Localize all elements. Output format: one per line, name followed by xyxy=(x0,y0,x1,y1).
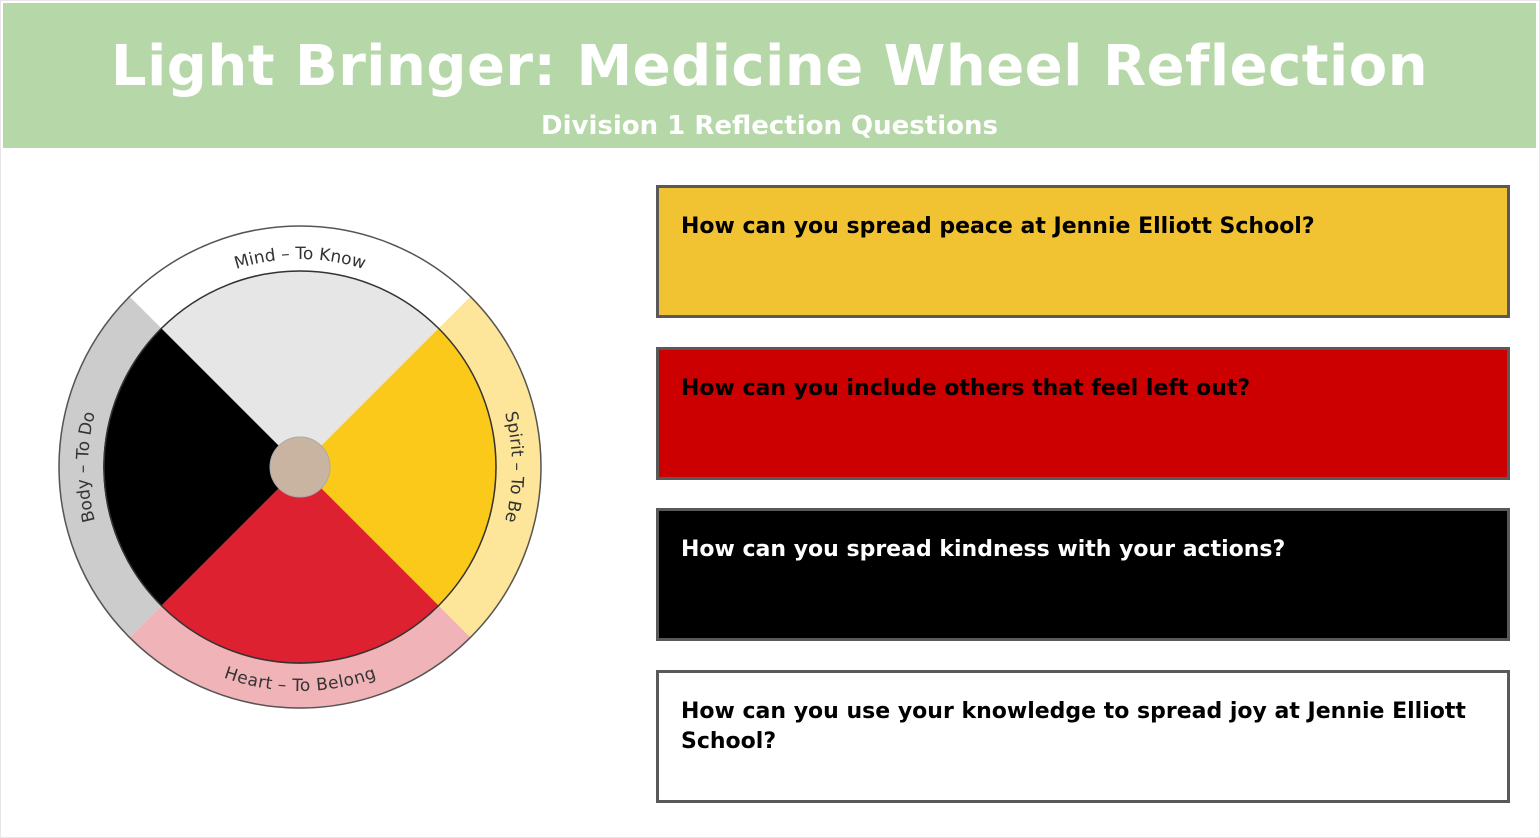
question-include: How can you include others that feel lef… xyxy=(656,347,1510,480)
quadrant-north xyxy=(161,270,439,467)
question-kindness: How can you spread kindness with your ac… xyxy=(656,508,1510,641)
quadrant-east xyxy=(300,328,497,606)
wheel-center xyxy=(269,436,331,498)
question-text: How can you spread peace at Jennie Ellio… xyxy=(681,214,1315,239)
page-title: Light Bringer: Medicine Wheel Reflection xyxy=(110,34,1429,99)
medicine-wheel-diagram: Mind – To Know Spirit – To Be Heart – To… xyxy=(58,225,542,709)
quadrant-south xyxy=(161,467,439,664)
question-peace: How can you spread peace at Jennie Ellio… xyxy=(656,185,1510,318)
page-subtitle: Division 1 Reflection Questions xyxy=(541,111,998,141)
quadrant-west xyxy=(103,328,300,606)
question-text: How can you use your knowledge to spread… xyxy=(681,699,1466,754)
question-text: How can you include others that feel lef… xyxy=(681,376,1251,401)
question-knowledge: How can you use your knowledge to spread… xyxy=(656,670,1510,803)
question-text: How can you spread kindness with your ac… xyxy=(681,537,1286,562)
title-banner: Light Bringer: Medicine Wheel Reflection… xyxy=(3,3,1536,148)
